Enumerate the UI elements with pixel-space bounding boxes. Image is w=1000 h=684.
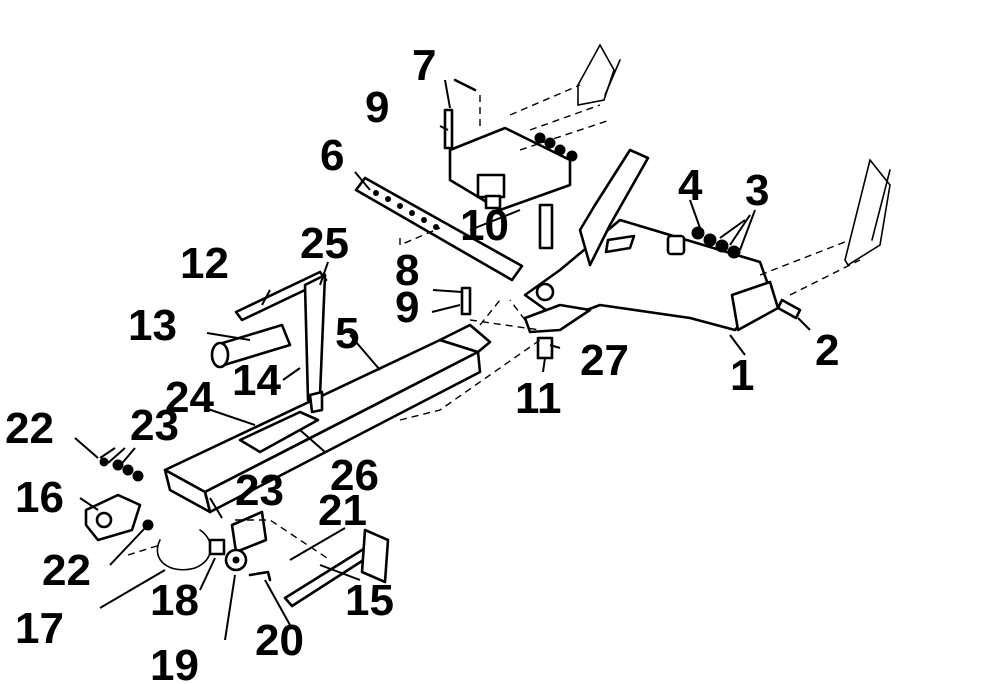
bracket-part-21: [230, 510, 268, 554]
pin-part-13: [210, 323, 292, 369]
leader-lines: [74, 79, 811, 641]
callout-10: 10: [460, 201, 509, 250]
callout-8: 8: [395, 246, 419, 295]
callout-22-upper: 22: [5, 404, 54, 453]
callout-24: 24: [165, 373, 214, 422]
plate-part-24-26: [238, 410, 320, 454]
callout-3: 3: [745, 166, 769, 215]
coupler-part-16: [84, 493, 142, 542]
callout-27: 27: [580, 336, 629, 385]
callout-7: 7: [412, 41, 436, 90]
callout-2: 2: [815, 326, 839, 375]
axle-part-15: [283, 528, 390, 608]
upper-mount-bracket: [448, 126, 572, 212]
callout-21: 21: [318, 486, 367, 535]
callout-5: 5: [335, 309, 359, 358]
callout-19: 19: [150, 641, 199, 684]
callout-6: 6: [320, 131, 344, 180]
callout-20: 20: [255, 616, 304, 665]
tractor-plate-left: [577, 43, 621, 106]
callout-9-upper: 9: [365, 83, 389, 132]
a-frame-part-1: [523, 148, 780, 334]
tractor-plate-right: [844, 158, 891, 267]
callout-11: 11: [515, 374, 562, 423]
callout-13: 13: [128, 301, 177, 350]
callout-labels: 1 2 3 4 5 6 7 8 9 9 10 11 12 13 14 15 16…: [5, 41, 839, 684]
callout-9-lower: 9: [395, 283, 419, 332]
main-tube-part-5: [163, 323, 492, 514]
jack-stand-part-25: [303, 273, 327, 414]
callout-16: 16: [15, 473, 64, 522]
callout-4: 4: [678, 161, 703, 210]
callout-23-upper: 23: [130, 401, 179, 450]
callout-1: 1: [730, 351, 754, 400]
callout-18: 18: [150, 576, 199, 625]
callout-25: 25: [300, 219, 349, 268]
assembly-lines: [127, 84, 861, 561]
chain-part-17: [156, 529, 212, 571]
callout-22-lower: 22: [42, 546, 91, 595]
washers-and-bolts: [99, 78, 802, 582]
callout-14: 14: [232, 356, 281, 405]
callout-23-lower: 23: [235, 466, 284, 515]
callout-26: 26: [330, 451, 379, 500]
callout-12: 12: [180, 239, 229, 288]
callout-17: 17: [15, 604, 64, 653]
callout-15: 15: [345, 576, 394, 625]
